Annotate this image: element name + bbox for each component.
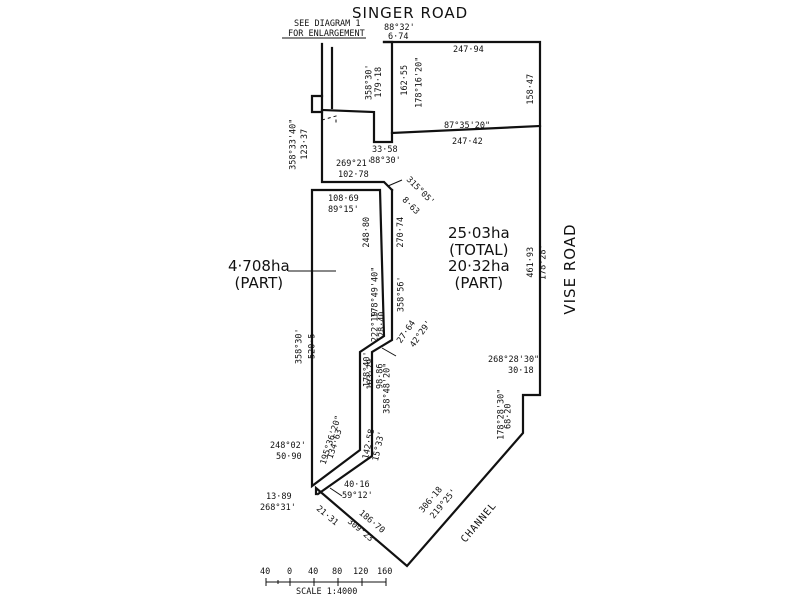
area-left-block: 4·708ha (PART) xyxy=(228,258,290,291)
dim-step-dist: 33·58 xyxy=(372,145,398,155)
leader-line-small xyxy=(381,347,397,357)
dim-mid-dist: 247·42 xyxy=(452,137,483,147)
dim-west-dist: 123·37 xyxy=(300,128,311,160)
scale-tick-4: 120 xyxy=(353,567,369,577)
dim-sw2-d: 13·89 xyxy=(266,492,292,502)
dim-part-top-bearing: 89°15' xyxy=(328,205,359,215)
road-east: VISE ROAD xyxy=(561,223,579,315)
scale-tick-1: 0 xyxy=(287,567,293,577)
dim-top-bearing: 88°32' xyxy=(384,23,415,33)
small-link xyxy=(310,94,324,114)
dim-step-e-b: 268°28'30" xyxy=(488,355,540,365)
dim-mid-strip-d: 103·29 xyxy=(366,358,377,390)
note-line-2: FOR ENLARGEMENT xyxy=(288,29,365,39)
dim-top-dist: 6·74 xyxy=(388,32,409,42)
part-lot-boundary xyxy=(310,188,386,489)
dashed-marker xyxy=(321,115,337,124)
main-lot-boundary xyxy=(314,40,542,568)
scale-bar-ticks xyxy=(265,578,387,586)
area-main-3: 20·32ha xyxy=(448,257,510,275)
dim-tip-b: 40·16 xyxy=(344,480,370,490)
area-main-2: (TOTAL) xyxy=(449,240,509,259)
dim-east-lower: 461·93 xyxy=(526,246,537,278)
dim-sw-b: 248°02' xyxy=(270,441,306,451)
dim-east-upper: 158·47 xyxy=(526,73,537,105)
scale-tick-2: 40 xyxy=(308,567,319,577)
dim-sw-d: 50·90 xyxy=(276,452,302,462)
dim-step-bearing: 88°30' xyxy=(370,156,401,166)
dim-south-bearing: 269°21' xyxy=(336,159,372,169)
leader-line-tip xyxy=(329,487,343,497)
dim-top-right: 247·94 xyxy=(453,45,484,55)
dim-step-e-d: 30·18 xyxy=(508,366,534,376)
dim-right-strip-b: 358°48'20" xyxy=(382,362,393,414)
inner-step-line xyxy=(320,108,394,144)
scale-tick-0: 40 xyxy=(260,567,271,577)
area-main-1: 25·03ha xyxy=(448,224,510,242)
note-line-1: SEE DIAGRAM 1 xyxy=(294,19,361,29)
dim-strip-dist-2: 270·74 xyxy=(396,216,407,248)
dim-sw2-b: 268°31' xyxy=(260,503,296,513)
area-main-4: (PART) xyxy=(454,273,504,292)
dim-east-lower-b: 178°28' xyxy=(538,244,549,281)
dim-inner-a-b: 358°30' xyxy=(364,64,375,101)
scale-tick-3: 80 xyxy=(332,567,343,577)
dim-strip-dist-1: 248·80 xyxy=(362,216,373,248)
area-left-1: 4·708ha xyxy=(228,257,290,275)
dim-west-bearing: 358°33'40" xyxy=(288,118,299,170)
dim-part-west-b: 358°30' xyxy=(294,328,305,365)
dim-south-dist: 102·78 xyxy=(338,170,369,180)
dim-strip-bearing-2: 358°56' xyxy=(396,276,407,313)
scale-label: SCALE 1:4000 xyxy=(296,587,358,597)
dim-part-top-dist: 108·69 xyxy=(328,194,359,204)
dim-inner-a-d: 179·18 xyxy=(374,66,385,98)
scale-tick-5: 160 xyxy=(377,567,393,577)
leader-line-diag xyxy=(387,179,403,187)
dim-tip-d: 59°12' xyxy=(342,491,373,501)
strip-outer-line xyxy=(316,188,394,496)
dim-kink-dist: 28·40 xyxy=(377,311,388,338)
dim-inner-b-d: 162·55 xyxy=(400,64,411,96)
dim-mid-bearing: 87°35'20" xyxy=(444,121,491,131)
dim-part-west-d: 520·5 xyxy=(307,333,318,360)
inner-block-line xyxy=(382,40,542,135)
area-main-block: 25·03ha (TOTAL) 20·32ha (PART) xyxy=(448,225,510,291)
area-left-2: (PART) xyxy=(234,273,284,292)
road-north: SINGER ROAD xyxy=(352,4,469,22)
dim-inner-b-b: 178°16'20" xyxy=(414,56,425,108)
dim-e-low-d: 68·20 xyxy=(503,403,514,430)
